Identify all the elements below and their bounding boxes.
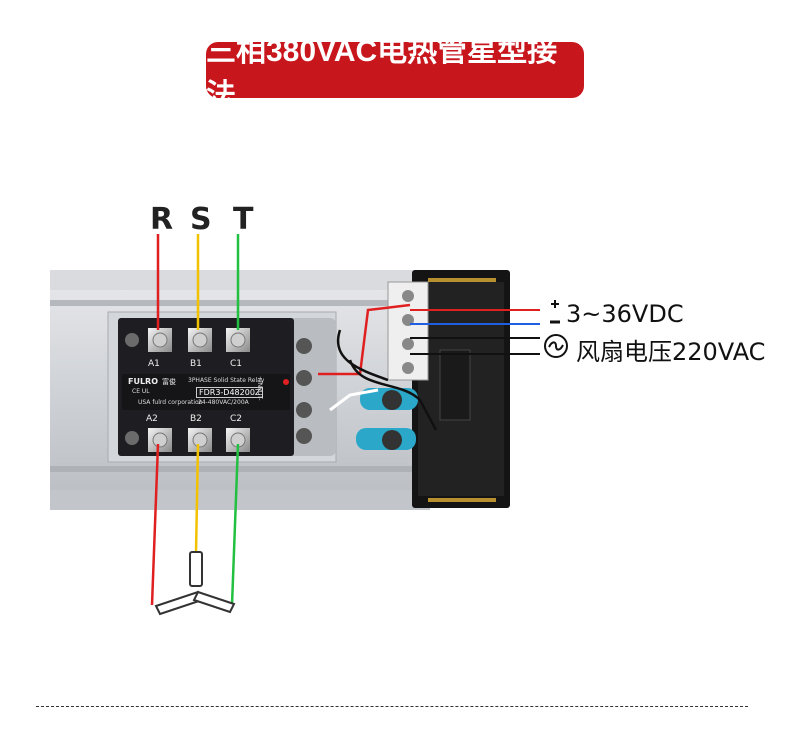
control-wire-positive (318, 303, 411, 376)
cooling-fan-icon (412, 270, 510, 508)
dc-symbol-icon (550, 300, 560, 324)
wire-t-output (230, 443, 240, 606)
divider (36, 706, 748, 707)
relay-input-label: +INPUT- (256, 376, 263, 401)
control-wire-negative (329, 388, 379, 412)
terminal-a1-label: A1 (148, 359, 160, 369)
ac-symbol-icon (544, 334, 568, 358)
terminal-b1-label: B1 (190, 359, 202, 369)
thermostat-switches (356, 388, 418, 450)
relay-cert: CE UL (132, 388, 150, 395)
terminal-strip (288, 318, 336, 456)
relay-spec: 24-480VAC/200A (198, 399, 249, 406)
dc-voltage-label: 3~36VDC (566, 300, 684, 328)
relay-corp: USA fulrd corporation (138, 399, 203, 406)
relay-type: 3PHASE Solid State Relay (188, 377, 265, 384)
heating-tube-star-icon (154, 551, 236, 616)
phase-label-r: R (150, 202, 174, 237)
relay-screws (125, 328, 312, 452)
relay-brand: FULRO (128, 377, 159, 386)
terminal-b2-label: B2 (190, 414, 202, 424)
fan-wire-2 (348, 359, 438, 431)
wire-r-output (150, 443, 160, 606)
terminal-c2-label: C2 (230, 414, 243, 424)
fan-voltage-label: 风扇电压220VAC (576, 338, 766, 366)
relay-brand-cn: 富俊 (162, 378, 176, 386)
terminal-a2-label: A2 (146, 414, 158, 424)
fan-terminal-block (387, 281, 429, 381)
terminal-c1-label: C1 (230, 359, 243, 369)
phase-label-s: S (190, 202, 212, 237)
wire-s-output (194, 443, 200, 554)
phase-label-t: T (233, 202, 254, 237)
relay-model: FDR3-D48200Z (196, 387, 264, 398)
